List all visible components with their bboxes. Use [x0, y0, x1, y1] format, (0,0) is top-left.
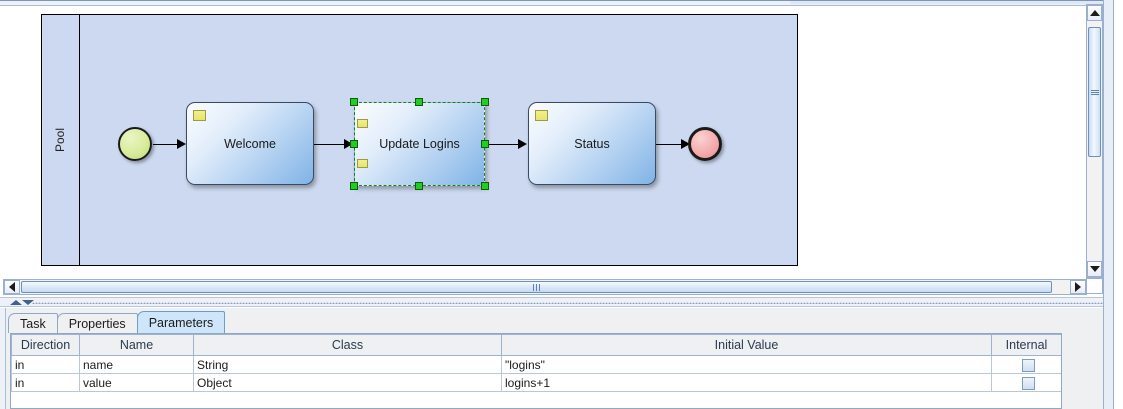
internal-checkbox[interactable]	[1021, 376, 1035, 390]
scroll-right-button[interactable]	[1070, 280, 1086, 294]
empty-cell	[11, 391, 80, 408]
scroll-up-button[interactable]	[1087, 5, 1102, 21]
end-event-node[interactable]	[688, 127, 722, 161]
task-status[interactable]: Status	[528, 102, 656, 185]
table-empty-row	[11, 391, 1061, 408]
canvas-vertical-scrollbar[interactable]	[1086, 4, 1103, 278]
pool-label-text: Pool	[53, 127, 68, 153]
tab-bar: Task Properties Parameters	[8, 311, 226, 333]
task-marker-icon	[535, 110, 548, 121]
tab-parameters-label: Parameters	[148, 315, 214, 330]
task-welcome-label: Welcome	[224, 136, 276, 151]
connector-status-to-end-arrowhead	[681, 139, 690, 149]
connector-welcome-to-update-arrowhead	[344, 139, 353, 149]
cell-internal[interactable]	[991, 373, 1061, 392]
grip-icon	[1090, 89, 1099, 96]
task-marker-icon	[357, 159, 368, 168]
cell-name[interactable]: value	[79, 373, 194, 392]
triangle-down-icon	[1089, 266, 1100, 272]
table-row[interactable]: in value Object logins+1	[11, 373, 1061, 392]
table-header-row: Direction Name Class Initial Value Inter…	[11, 334, 1061, 356]
pool-label: Pool	[42, 15, 79, 265]
cell-direction[interactable]: in	[11, 373, 80, 392]
tab-task[interactable]: Task	[8, 313, 58, 333]
parameters-table: Direction Name Class Initial Value Inter…	[11, 334, 1061, 408]
cell-initial-value[interactable]: "logins"	[501, 355, 992, 374]
selection-handle-nw[interactable]	[350, 98, 358, 106]
connector-update-to-status[interactable]	[489, 144, 521, 145]
task-marker-icon	[357, 119, 368, 128]
column-header-direction[interactable]: Direction	[11, 334, 80, 356]
task-update-logins-label: Update Logins	[379, 137, 460, 151]
collapse-up-icon[interactable]	[10, 300, 22, 305]
bottom-panel: Task Properties Parameters Direction Nam…	[0, 308, 1123, 409]
scroll-down-button[interactable]	[1087, 261, 1102, 277]
cell-class[interactable]: Object	[193, 373, 502, 392]
cell-initial-value[interactable]: logins+1	[501, 373, 992, 392]
canvas-horizontal-scrollbar[interactable]	[3, 279, 1087, 295]
cell-direction[interactable]: in	[11, 355, 80, 374]
selection-handle-w[interactable]	[350, 140, 358, 148]
connector-start-to-welcome[interactable]	[153, 144, 179, 145]
empty-cell	[193, 391, 502, 408]
task-marker-icon	[193, 110, 206, 121]
tab-properties-label: Properties	[68, 316, 126, 331]
empty-cell	[991, 391, 1061, 408]
parameters-table-container[interactable]: Direction Name Class Initial Value Inter…	[10, 333, 1062, 409]
empty-cell	[79, 391, 194, 408]
pool-lane-divider	[79, 15, 80, 265]
collapse-down-icon[interactable]	[22, 300, 34, 305]
start-event-node[interactable]	[118, 127, 152, 161]
connector-welcome-to-update[interactable]	[314, 144, 346, 145]
triangle-up-icon	[1089, 10, 1100, 16]
cell-internal[interactable]	[991, 355, 1061, 374]
selection-handle-e[interactable]	[481, 140, 489, 148]
column-header-internal[interactable]: Internal	[991, 334, 1061, 356]
top-rail-right-segment	[790, 1, 1123, 4]
column-header-name[interactable]: Name	[79, 334, 194, 356]
column-header-class[interactable]: Class	[193, 334, 502, 356]
selection-handle-ne[interactable]	[481, 98, 489, 106]
scrollbar-corner	[1086, 278, 1103, 294]
triangle-right-icon	[1075, 282, 1081, 292]
splitter-grip	[32, 302, 1109, 304]
bottom-left-rail	[0, 308, 6, 409]
selection-handle-se[interactable]	[481, 182, 489, 190]
window-top-rail	[0, 0, 1123, 6]
window-right-edge	[1103, 0, 1123, 409]
diagram-canvas[interactable]: Pool Welcome Update Logins	[3, 7, 1087, 277]
empty-cell	[501, 391, 992, 408]
vertical-scrollbar-thumb[interactable]	[1088, 27, 1101, 157]
connector-status-to-end[interactable]	[656, 144, 684, 145]
selection-handle-s[interactable]	[415, 182, 423, 190]
tab-parameters[interactable]: Parameters	[136, 311, 226, 333]
task-welcome[interactable]: Welcome	[186, 102, 314, 185]
tab-task-label: Task	[20, 316, 46, 331]
cell-class[interactable]: String	[193, 355, 502, 374]
task-status-label: Status	[574, 136, 610, 151]
grip-icon	[532, 283, 541, 291]
internal-checkbox[interactable]	[1021, 358, 1035, 372]
triangle-left-icon	[9, 282, 15, 292]
cell-name[interactable]: name	[79, 355, 194, 374]
selection-handle-sw[interactable]	[350, 182, 358, 190]
task-update-logins[interactable]: Update Logins	[354, 102, 485, 186]
panel-splitter[interactable]	[0, 297, 1123, 307]
connector-start-to-welcome-arrowhead	[177, 139, 186, 149]
connector-update-to-status-arrowhead	[518, 139, 527, 149]
column-header-initial-value[interactable]: Initial Value	[501, 334, 992, 356]
selection-handle-n[interactable]	[415, 98, 423, 106]
scroll-left-button[interactable]	[4, 280, 20, 294]
tab-properties[interactable]: Properties	[56, 313, 138, 333]
window-right-edge-inner	[1103, 0, 1114, 409]
horizontal-scrollbar-thumb[interactable]	[21, 281, 1052, 293]
table-row[interactable]: in name String "logins"	[11, 355, 1061, 374]
